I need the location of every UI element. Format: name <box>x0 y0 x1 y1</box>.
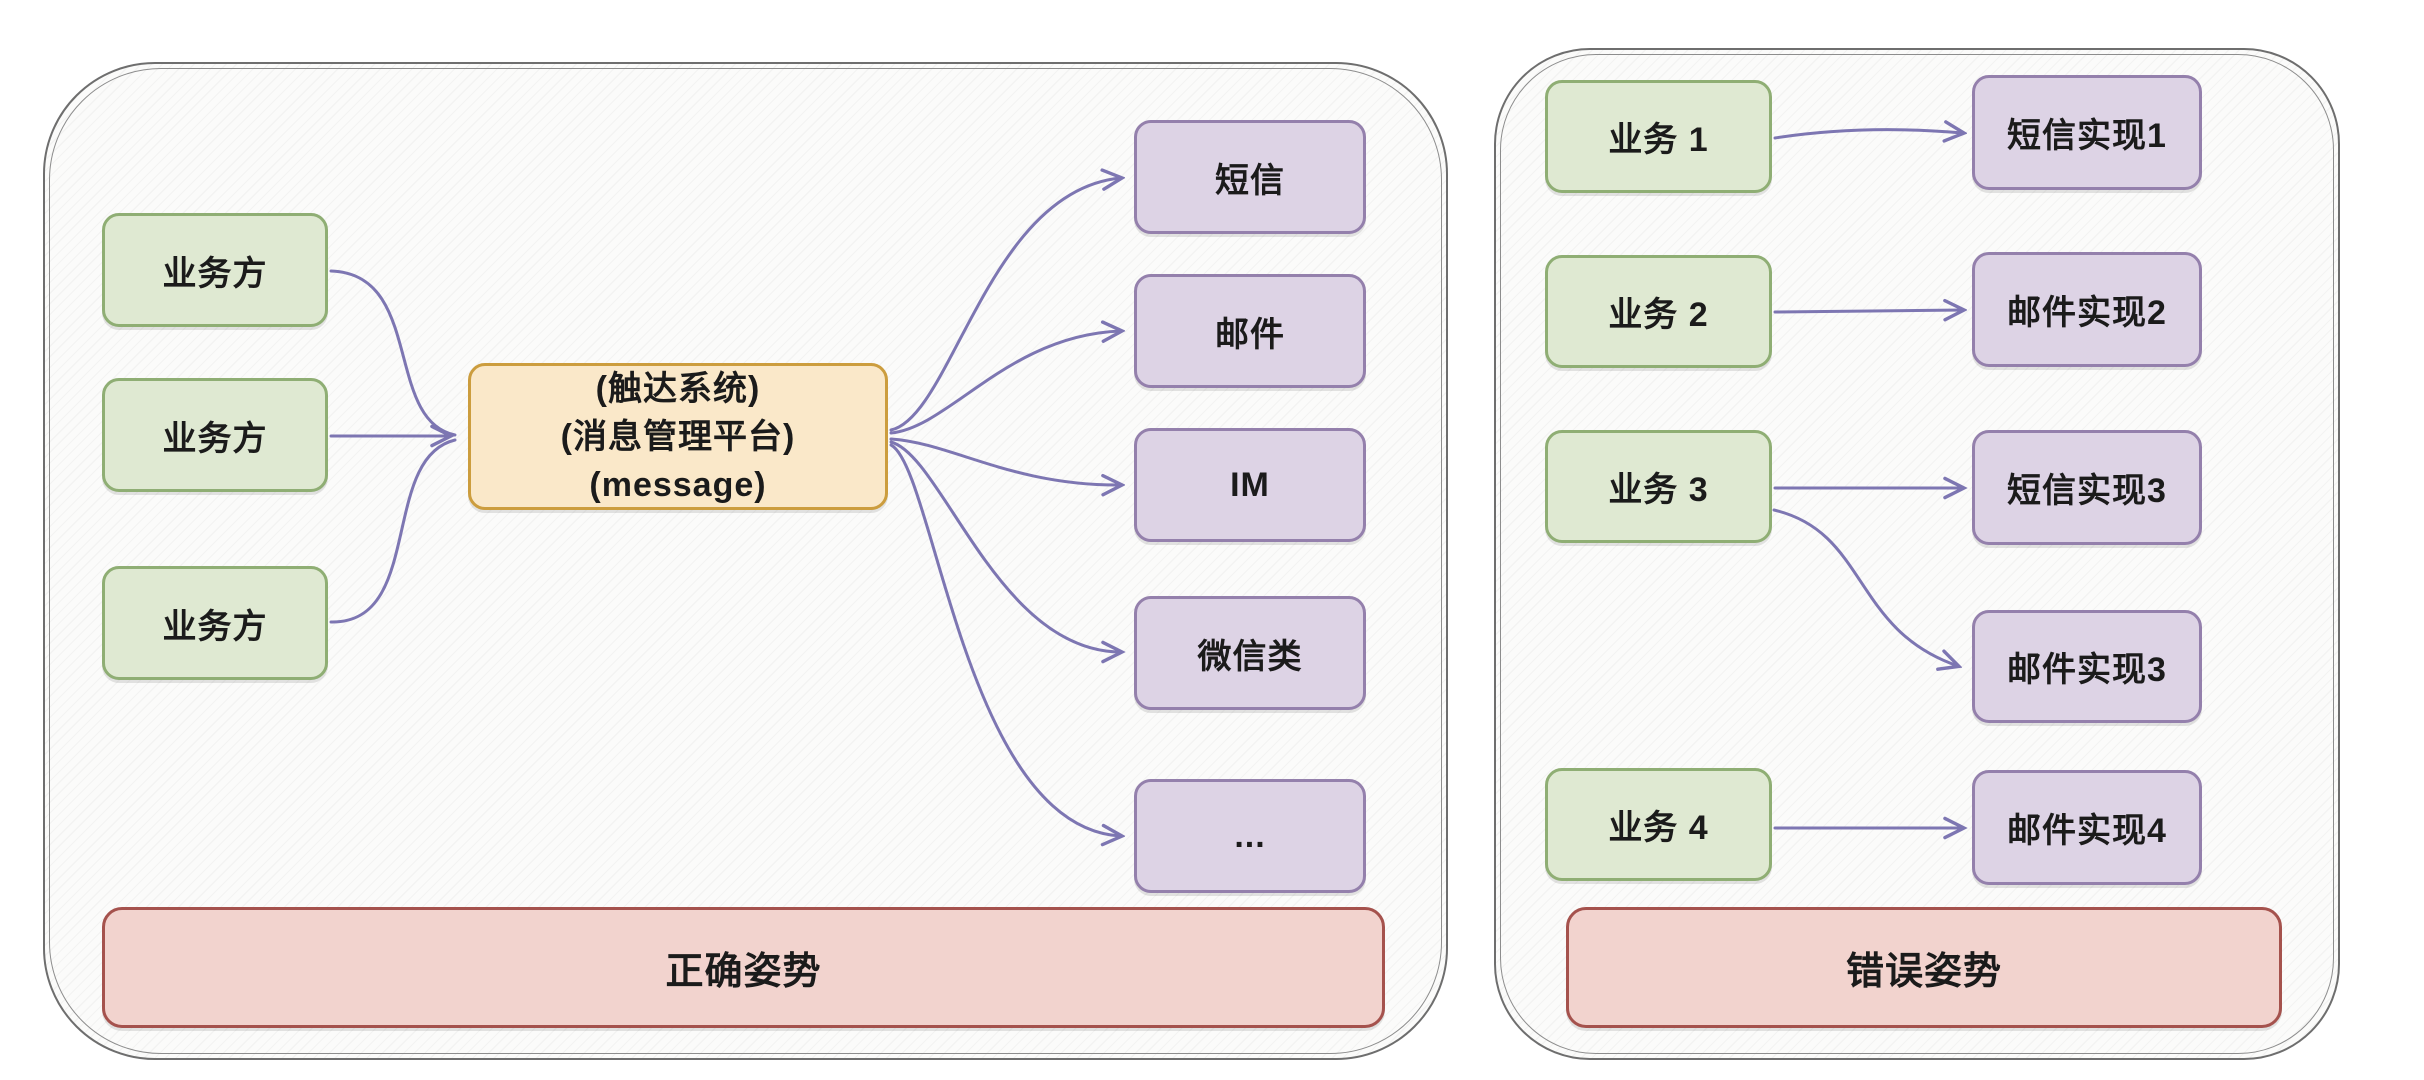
business-node-1: 业务 1 <box>1545 80 1772 193</box>
channel-node-more: ... <box>1134 779 1366 893</box>
channel-node-im-label: IM <box>1230 465 1270 504</box>
impl-node-sms-3: 短信实现3 <box>1972 430 2202 545</box>
channel-node-im: IM <box>1134 428 1366 542</box>
impl-node-sms-1-label: 短信实现1 <box>2007 117 2167 155</box>
impl-node-email-3: 邮件实现3 <box>1972 610 2202 723</box>
impl-node-email-4-label: 邮件实现4 <box>2007 812 2167 850</box>
wrong-caption-bar: 错误姿势 <box>1566 907 2282 1028</box>
impl-node-email-2-label: 邮件实现2 <box>2007 294 2167 332</box>
channel-node-email: 邮件 <box>1134 274 1366 388</box>
business-node-4-label: 业务 4 <box>1608 809 1709 847</box>
source-node-2: 业务方 <box>102 378 328 492</box>
business-node-2: 业务 2 <box>1545 255 1772 368</box>
impl-node-sms-3-label: 短信实现3 <box>2007 472 2167 510</box>
business-node-4: 业务 4 <box>1545 768 1772 881</box>
channel-node-more-label: ... <box>1234 816 1266 855</box>
source-node-3-label: 业务方 <box>162 607 268 646</box>
impl-node-sms-1: 短信实现1 <box>1972 75 2202 190</box>
business-node-1-label: 业务 1 <box>1608 121 1709 159</box>
business-node-3: 业务 3 <box>1545 430 1772 543</box>
impl-node-email-4: 邮件实现4 <box>1972 770 2202 885</box>
channel-node-wechat-label: 微信类 <box>1197 637 1303 676</box>
message-hub-node: (触达系统) (消息管理平台) (message) <box>468 363 888 510</box>
source-node-1: 业务方 <box>102 213 328 327</box>
impl-node-email-3-label: 邮件实现3 <box>2007 651 2167 689</box>
source-node-1-label: 业务方 <box>162 254 268 293</box>
channel-node-wechat: 微信类 <box>1134 596 1366 710</box>
correct-caption-bar: 正确姿势 <box>102 907 1385 1028</box>
hub-line-2: (消息管理平台) <box>560 417 796 456</box>
impl-node-email-2: 邮件实现2 <box>1972 252 2202 367</box>
business-node-2-label: 业务 2 <box>1608 296 1709 334</box>
channel-node-email-label: 邮件 <box>1215 315 1285 354</box>
business-node-3-label: 业务 3 <box>1608 471 1709 509</box>
channel-node-sms-label: 短信 <box>1215 161 1285 200</box>
hub-line-1: (触达系统) <box>595 369 761 408</box>
wrong-caption-label: 错误姿势 <box>1845 951 2002 993</box>
channel-node-sms: 短信 <box>1134 120 1366 234</box>
source-node-3: 业务方 <box>102 566 328 680</box>
hub-line-3: (message) <box>589 465 767 504</box>
correct-caption-label: 正确姿势 <box>665 951 822 993</box>
source-node-2-label: 业务方 <box>162 419 268 458</box>
message-hub-label: (触达系统) (消息管理平台) (message) <box>561 365 796 509</box>
